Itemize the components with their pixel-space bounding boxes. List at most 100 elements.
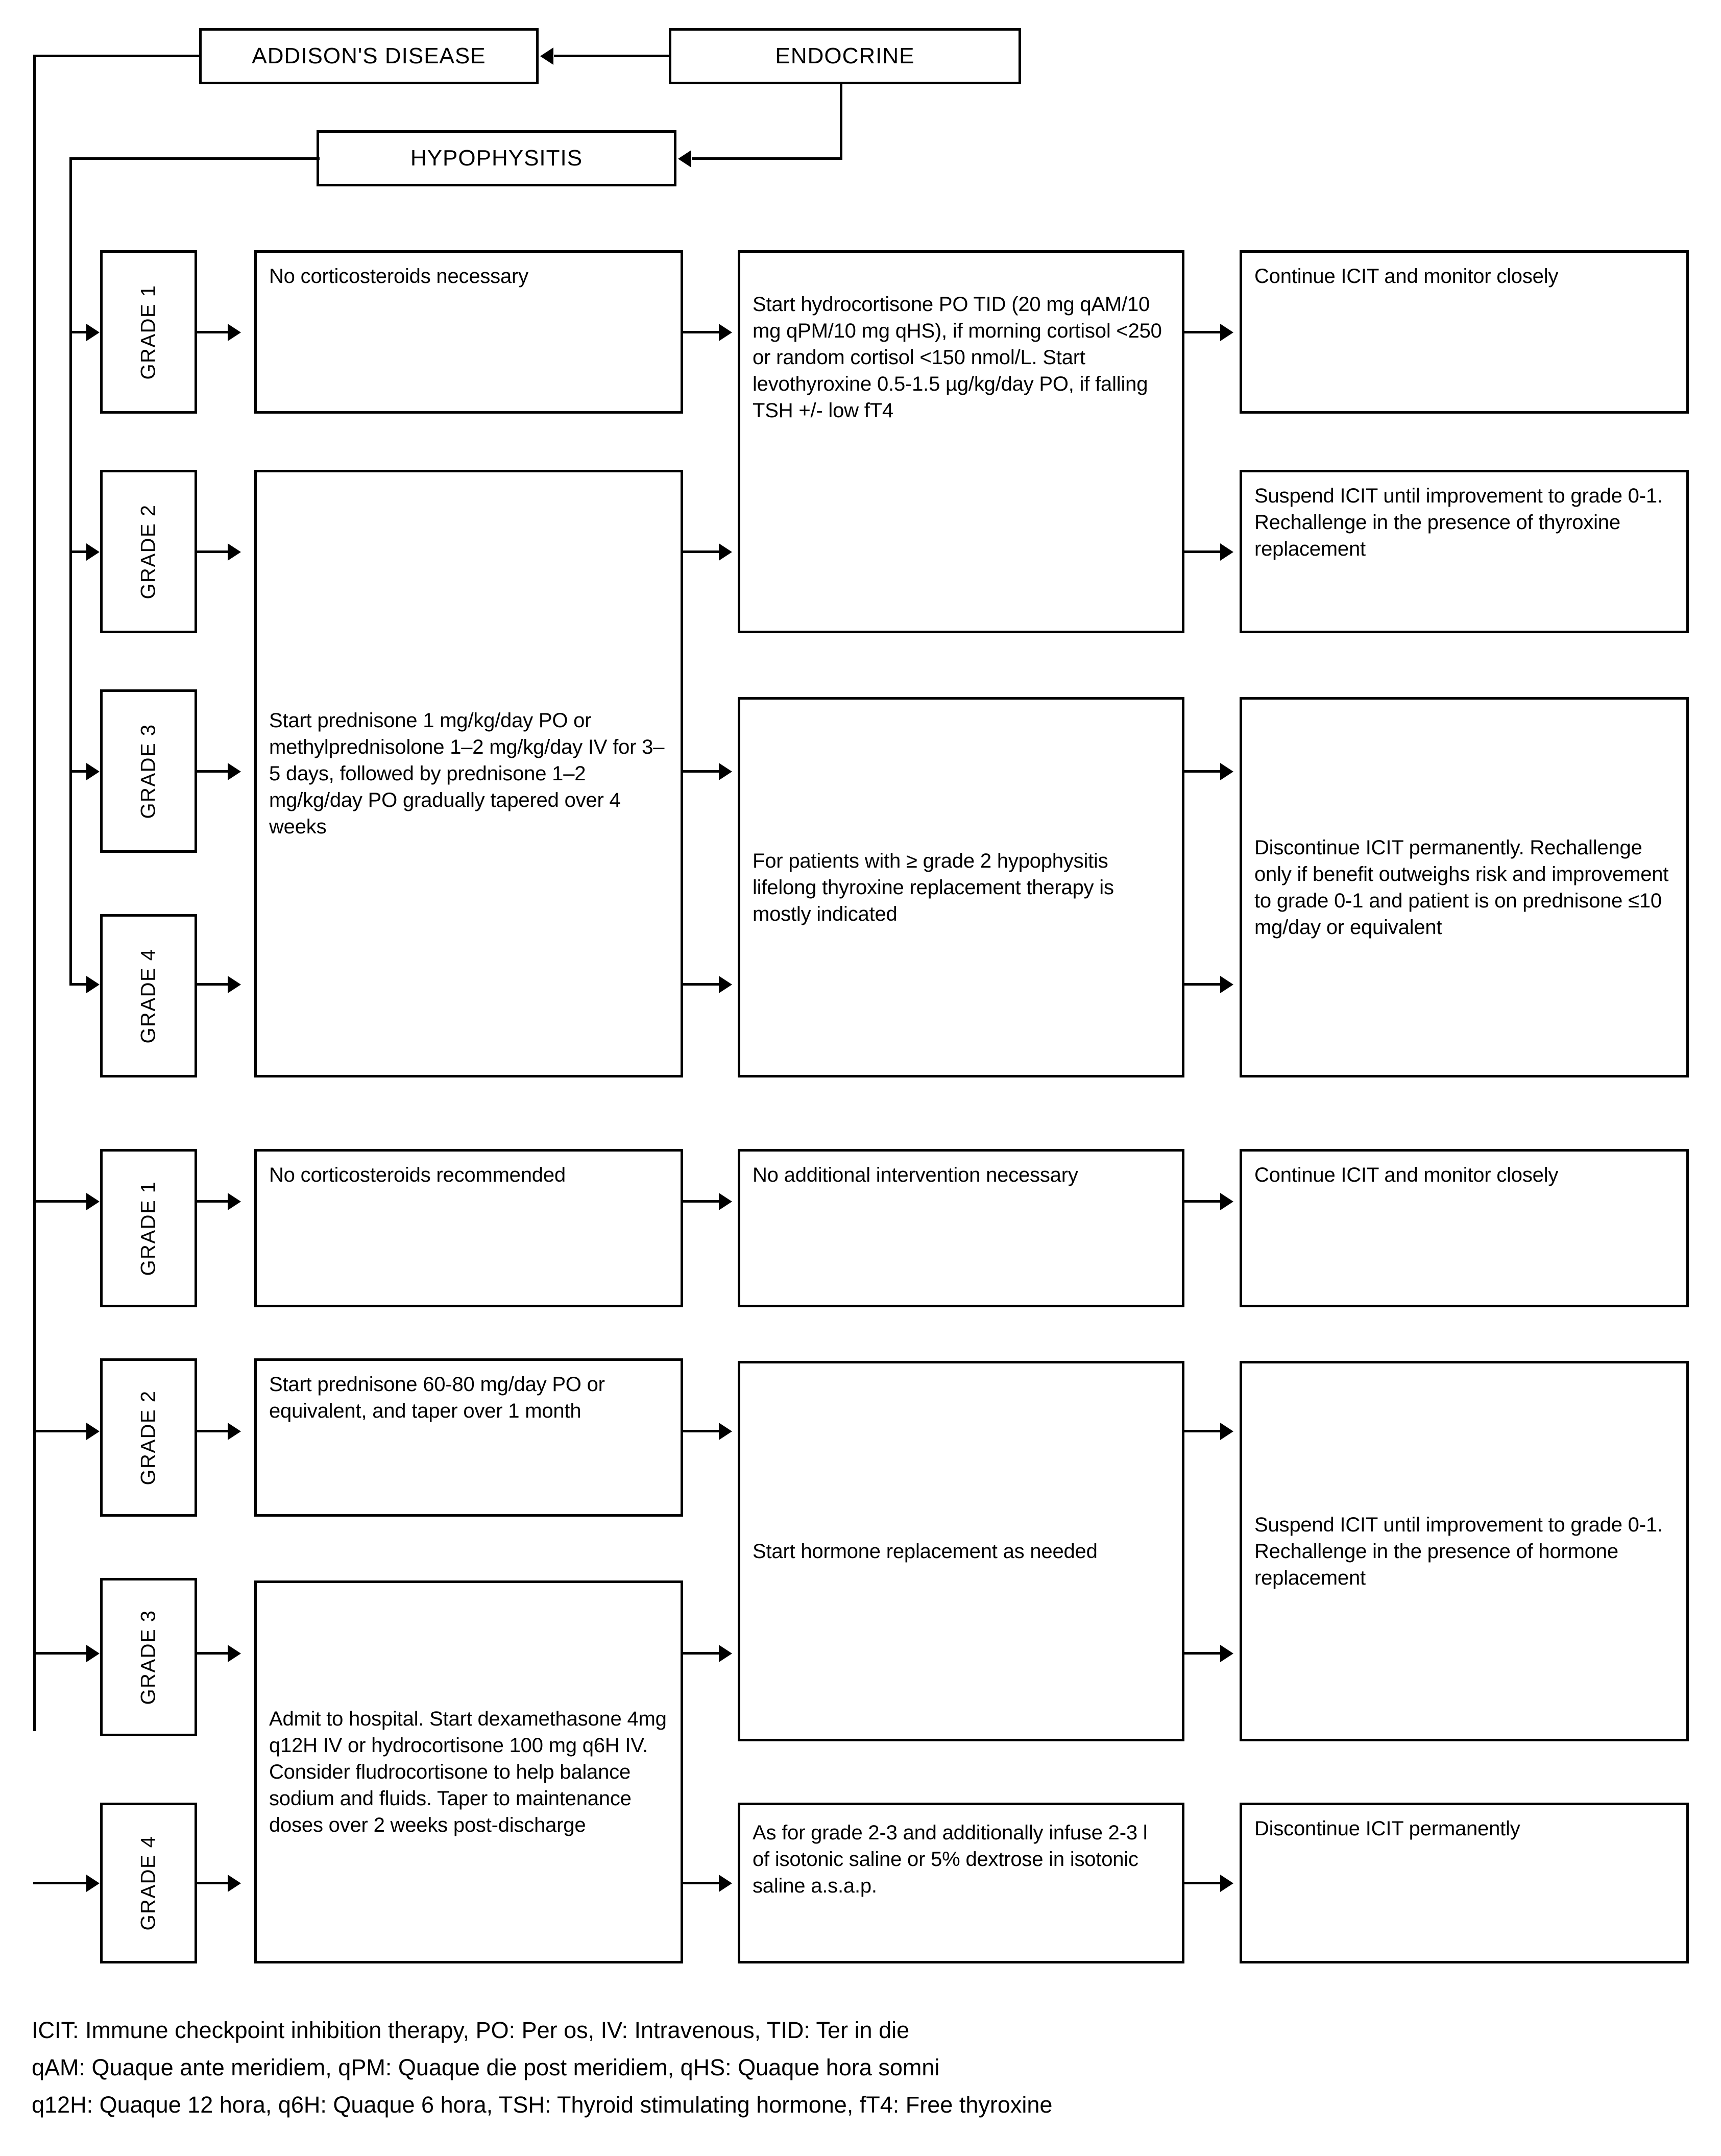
arrowhead-g1-add-to-treatment	[228, 1193, 241, 1210]
treatment-box-addisons-g2[interactable]: Start prednisone 60-80 mg/day PO or equi…	[254, 1358, 683, 1517]
arrowhead-treatment-g4-to-hormone-add	[719, 1875, 732, 1892]
connector-g4-hypo-to-treatment	[197, 983, 228, 986]
outcome-box-addisons-g23[interactable]: Suspend ICIT until improvement to grade …	[1240, 1361, 1689, 1741]
connector-hormone-to-outcome-g2-hypo	[1184, 550, 1220, 553]
arrowhead-spine-to-g4-add	[86, 1875, 100, 1892]
connector-spine-to-g1-hypo	[69, 331, 86, 333]
outcome-box-hypophysitis-g1[interactable]: Continue ICIT and monitor closely	[1240, 250, 1689, 414]
grade-chip-addisons-g2[interactable]: GRADE 2	[100, 1358, 197, 1517]
legend-line-2: qAM: Quaque ante meridiem, qPM: Quaque d…	[32, 2054, 940, 2080]
grade-chip-hypophysitis-g3[interactable]: GRADE 3	[100, 689, 197, 853]
arrowhead-g2-add-to-treatment	[228, 1423, 241, 1440]
arrowhead-g1-hypo-to-treatment	[228, 324, 241, 341]
grade-chip-hypophysitis-g1[interactable]: GRADE 1	[100, 250, 197, 414]
grade-chip-hypophysitis-g4-label: GRADE 4	[137, 948, 160, 1044]
abbreviation-legend: ICIT: Immune checkpoint inhibition thera…	[32, 2012, 1706, 2124]
connector-g2-hypo-to-treatment	[197, 550, 228, 553]
hormone-box-addisons-g1-text: No additional intervention necessary	[753, 1164, 1078, 1186]
arrowhead-g3-add-to-treatment	[228, 1645, 241, 1662]
grade-chip-addisons-g1[interactable]: GRADE 1	[100, 1149, 197, 1307]
grade-chip-addisons-g3[interactable]: GRADE 3	[100, 1578, 197, 1736]
connector-treatment-g3-to-hormone-hypo	[683, 770, 719, 773]
arrowhead-treatment-g1-to-hormone-add	[719, 1193, 732, 1210]
node-endocrine[interactable]: ENDOCRINE	[669, 28, 1021, 84]
connector-treatment-g1-to-hormone-hypo	[683, 331, 719, 333]
connector-hormone-to-outcome-g1-hypo	[1184, 331, 1220, 333]
arrowhead-spine-to-g3-add	[86, 1645, 100, 1662]
arrowhead-g4-add-to-treatment	[228, 1875, 241, 1892]
connector-treatment-g3-to-hormone-add	[683, 1652, 719, 1655]
hormone-box-addisons-g4-text: As for grade 2-3 and additionally infuse…	[753, 1822, 1148, 1897]
grade-chip-addisons-g2-label: GRADE 2	[137, 1390, 160, 1486]
treatment-box-hypophysitis-g1-text: No corticosteroids necessary	[269, 265, 528, 288]
hormone-box-hypophysitis-g34-text: For patients with ≥ grade 2 hypophysitis…	[753, 849, 1114, 925]
arrowhead-hormone-to-outcome-g3-hypo	[1220, 763, 1233, 780]
arrowhead-treatment-g1-to-hormone-hypo	[719, 324, 732, 341]
connector-addisons-out	[33, 55, 202, 57]
connector-spine-to-g2-hypo	[69, 550, 86, 553]
connector-addisons-spine	[33, 55, 36, 1731]
arrowhead-endocrine-to-addisons	[540, 47, 553, 65]
arrowhead-spine-to-g1-add	[86, 1193, 100, 1210]
grade-chip-addisons-g4[interactable]: GRADE 4	[100, 1803, 197, 1963]
arrowhead-treatment-g3-to-hormone-hypo	[719, 763, 732, 780]
connector-spine-to-g2-add	[33, 1430, 86, 1432]
hormone-box-hypophysitis-g12[interactable]: Start hydrocortisone PO TID (20 mg qAM/1…	[738, 250, 1184, 633]
arrowhead-spine-to-g2-add	[86, 1423, 100, 1440]
outcome-box-hypophysitis-g34[interactable]: Discontinue ICIT permanently. Rechalleng…	[1240, 697, 1689, 1077]
hormone-box-addisons-g23[interactable]: Start hormone replacement as needed	[738, 1361, 1184, 1741]
arrowhead-treatment-g2-to-hormone-hypo	[719, 543, 732, 561]
connector-spine-to-g4-hypo	[69, 983, 86, 986]
arrowhead-g3-hypo-to-treatment	[228, 763, 241, 780]
hormone-box-addisons-g4[interactable]: As for grade 2-3 and additionally infuse…	[738, 1803, 1184, 1963]
arrowhead-endocrine-to-hypophysitis	[678, 150, 691, 167]
node-hypophysitis[interactable]: HYPOPHYSITIS	[317, 130, 676, 186]
connector-endocrine-to-hypophysitis	[692, 157, 842, 160]
arrowhead-spine-to-g4-hypo	[86, 976, 100, 993]
connector-endocrine-to-addisons	[554, 55, 671, 57]
grade-chip-hypophysitis-g2[interactable]: GRADE 2	[100, 470, 197, 633]
grade-chip-hypophysitis-g2-label: GRADE 2	[137, 504, 160, 600]
outcome-box-addisons-g1-text: Continue ICIT and monitor closely	[1254, 1164, 1559, 1186]
grade-chip-hypophysitis-g3-label: GRADE 3	[137, 723, 160, 819]
arrowhead-hormone-to-outcome-g2-hypo	[1220, 543, 1233, 561]
node-addisons-disease[interactable]: ADDISON'S DISEASE	[199, 28, 539, 84]
connector-g1-add-to-treatment	[197, 1200, 228, 1203]
arrowhead-hormone-to-outcome-g2-add	[1220, 1423, 1233, 1440]
outcome-box-addisons-g1[interactable]: Continue ICIT and monitor closely	[1240, 1149, 1689, 1307]
node-hypophysitis-label: HYPOPHYSITIS	[410, 146, 583, 171]
grade-chip-addisons-g3-label: GRADE 3	[137, 1609, 160, 1705]
hormone-box-addisons-g1[interactable]: No additional intervention necessary	[738, 1149, 1184, 1307]
connector-hormone-to-outcome-g3-add	[1184, 1652, 1220, 1655]
arrowhead-treatment-g4-to-hormone-hypo	[719, 976, 732, 993]
arrowhead-spine-to-g2-hypo	[86, 543, 100, 561]
connector-hormone-to-outcome-g4-add	[1184, 1882, 1220, 1884]
connector-g4-add-to-treatment	[197, 1882, 228, 1884]
outcome-box-addisons-g4-text: Discontinue ICIT permanently	[1254, 1817, 1520, 1840]
grade-chip-hypophysitis-g4[interactable]: GRADE 4	[100, 914, 197, 1077]
connector-spine-to-g3-add	[33, 1652, 86, 1655]
connector-treatment-g4-to-hormone-add	[683, 1882, 719, 1884]
treatment-box-addisons-g2-text: Start prednisone 60-80 mg/day PO or equi…	[269, 1373, 605, 1422]
outcome-box-hypophysitis-g1-text: Continue ICIT and monitor closely	[1254, 265, 1559, 288]
outcome-box-hypophysitis-g2-text: Suspend ICIT until improvement to grade …	[1254, 485, 1663, 560]
grade-chip-hypophysitis-g1-label: GRADE 1	[137, 284, 160, 380]
node-endocrine-label: ENDOCRINE	[775, 43, 915, 69]
arrowhead-hormone-to-outcome-g1-add	[1220, 1193, 1233, 1210]
connector-treatment-g2-to-hormone-add	[683, 1430, 719, 1432]
connector-hormone-to-outcome-g4-hypo	[1184, 983, 1220, 986]
outcome-box-hypophysitis-g2[interactable]: Suspend ICIT until improvement to grade …	[1240, 470, 1689, 633]
treatment-box-addisons-g34-text: Admit to hospital. Start dexamethasone 4…	[269, 1708, 667, 1836]
hormone-box-hypophysitis-g12-text: Start hydrocortisone PO TID (20 mg qAM/1…	[753, 293, 1162, 422]
outcome-box-addisons-g4[interactable]: Discontinue ICIT permanently	[1240, 1803, 1689, 1963]
hormone-box-hypophysitis-g34[interactable]: For patients with ≥ grade 2 hypophysitis…	[738, 697, 1184, 1077]
treatment-box-hypophysitis-g234[interactable]: Start prednisone 1 mg/kg/day PO or methy…	[254, 470, 683, 1077]
treatment-box-addisons-g1[interactable]: No corticosteroids recommended	[254, 1149, 683, 1307]
arrowhead-treatment-g2-to-hormone-add	[719, 1423, 732, 1440]
treatment-box-addisons-g34[interactable]: Admit to hospital. Start dexamethasone 4…	[254, 1580, 683, 1963]
connector-hypophysitis-out	[69, 157, 320, 160]
arrowhead-hormone-to-outcome-g1-hypo	[1220, 324, 1233, 341]
connector-treatment-g2-to-hormone-hypo	[683, 550, 719, 553]
treatment-box-hypophysitis-g1[interactable]: No corticosteroids necessary	[254, 250, 683, 414]
connector-g1-hypo-to-treatment	[197, 331, 228, 333]
